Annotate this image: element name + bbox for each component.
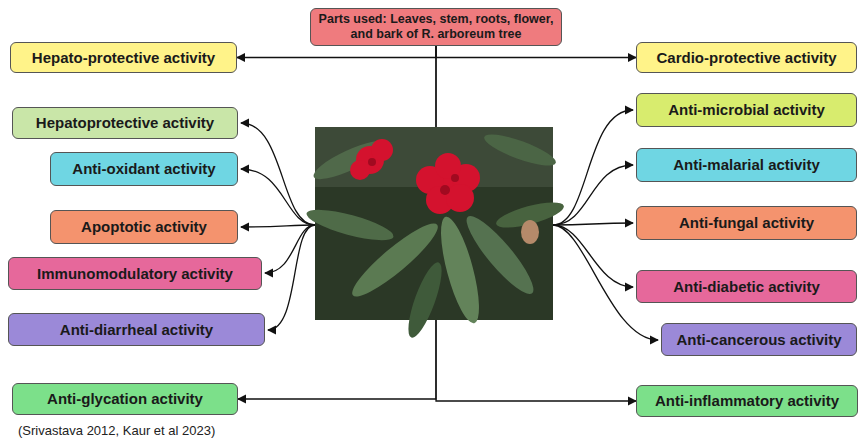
node-text: Anti-fungal activity xyxy=(679,214,814,232)
node-text: Anti-malarial activity xyxy=(673,156,820,174)
node-text: Anti-diabetic activity xyxy=(673,278,820,296)
connector xyxy=(436,46,636,58)
activity-box: Anti-inflammatory activity xyxy=(636,385,858,417)
activity-box: Hepato-protective activity xyxy=(10,42,237,73)
node-text: Cardio-protective activity xyxy=(656,49,836,67)
rhododendron-photo xyxy=(304,127,566,341)
node-text: Anti-glycation activity xyxy=(47,390,203,408)
activity-box: Anti-diabetic activity xyxy=(636,270,857,303)
leader-curves xyxy=(241,110,658,340)
activity-box: Cardio-protective activity xyxy=(636,42,857,73)
node-text: Anti-cancerous activity xyxy=(676,331,841,349)
node-text: Hepato-protective activity xyxy=(32,49,215,67)
activity-box: Anti-malarial activity xyxy=(636,148,857,182)
activity-box: Apoptotic activity xyxy=(50,210,238,244)
activity-box: Anti-oxidant activity xyxy=(50,152,238,186)
activity-box: Anti-glycation activity xyxy=(12,383,238,415)
node-text: Anti-oxidant activity xyxy=(72,160,215,178)
activity-box: Hepatoprotective activity xyxy=(12,107,238,139)
caption: (Srivastava 2012, Kaur et al 2023) xyxy=(18,423,215,438)
node-text: Anti-inflammatory activity xyxy=(655,392,839,410)
activity-box: Anti-fungal activity xyxy=(636,206,857,240)
activity-box: Anti-diarrheal activity xyxy=(8,313,265,346)
node-text: Hepatoprotective activity xyxy=(36,114,214,132)
node-text: Parts used: Leaves, stem, roots, flower,… xyxy=(317,12,555,42)
node-text: Apoptotic activity xyxy=(81,218,207,236)
node-text: Immunomodulatory activity xyxy=(37,265,233,283)
node-text: Anti-microbial activity xyxy=(668,101,825,119)
connector xyxy=(237,46,436,58)
source-box: Parts used: Leaves, stem, roots, flower,… xyxy=(310,8,562,46)
activity-box: Anti-cancerous activity xyxy=(661,323,857,356)
activity-box: Anti-microbial activity xyxy=(636,93,857,127)
activity-box: Immunomodulatory activity xyxy=(8,257,262,290)
node-text: Anti-diarrheal activity xyxy=(60,321,213,339)
